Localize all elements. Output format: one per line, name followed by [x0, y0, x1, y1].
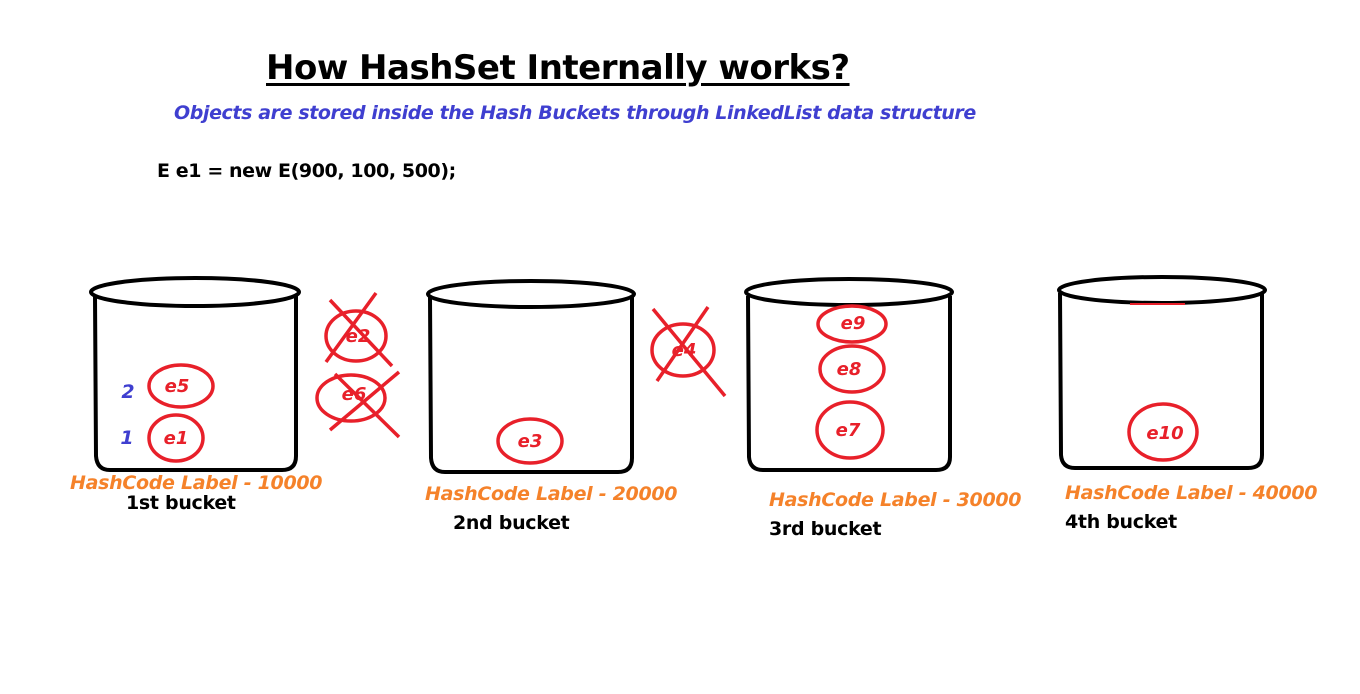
bucket-2-name: 2nd bucket [453, 512, 570, 534]
element-e1-label: e1 [164, 428, 189, 449]
element-e8-ellipse [818, 344, 886, 394]
element-e10-ellipse [1127, 402, 1199, 462]
rejected-e2-label: e2 [346, 326, 371, 347]
rejected-e6-label: e6 [342, 384, 367, 405]
element-e7-label: e7 [836, 420, 861, 441]
element-e3-ellipse [496, 417, 564, 465]
element-e1-ellipse [147, 413, 205, 463]
bucket-3-hash-label: HashCode Label - 30000 [769, 489, 1022, 511]
rejected-e2 [324, 291, 394, 368]
rejected-e4-label: e4 [672, 340, 697, 361]
element-e9-label: e9 [841, 313, 866, 334]
element-e3-label: e3 [518, 431, 543, 452]
code-line: E e1 = new E(900, 100, 500); [157, 160, 456, 182]
element-e7-ellipse [815, 400, 885, 460]
element-e5-ellipse [147, 363, 215, 409]
element-e9-ellipse [816, 304, 888, 344]
element-e10-label: e10 [1146, 423, 1183, 444]
page-title: How HashSet Internally works? [266, 48, 850, 88]
bucket-2-hash-label: HashCode Label - 20000 [425, 483, 678, 505]
bucket-4 [1057, 275, 1267, 470]
element-e8-label: e8 [837, 359, 862, 380]
bucket-4-name: 4th bucket [1065, 511, 1177, 533]
rejected-e4 [650, 306, 727, 398]
bucket-2 [426, 279, 636, 474]
bucket-3-name: 3rd bucket [769, 518, 882, 540]
bucket-1 [89, 276, 301, 472]
bucket-1-hash-label: HashCode Label - 10000 [70, 472, 323, 494]
index-1-label: 1 [120, 427, 133, 449]
index-2-label: 2 [121, 381, 134, 403]
rejected-e6 [315, 370, 401, 439]
bucket-1-name: 1st bucket [126, 492, 236, 514]
element-e5-label: e5 [165, 376, 190, 397]
bucket-4-hash-label: HashCode Label - 40000 [1065, 482, 1318, 504]
subtitle: Objects are stored inside the Hash Bucke… [174, 102, 976, 124]
